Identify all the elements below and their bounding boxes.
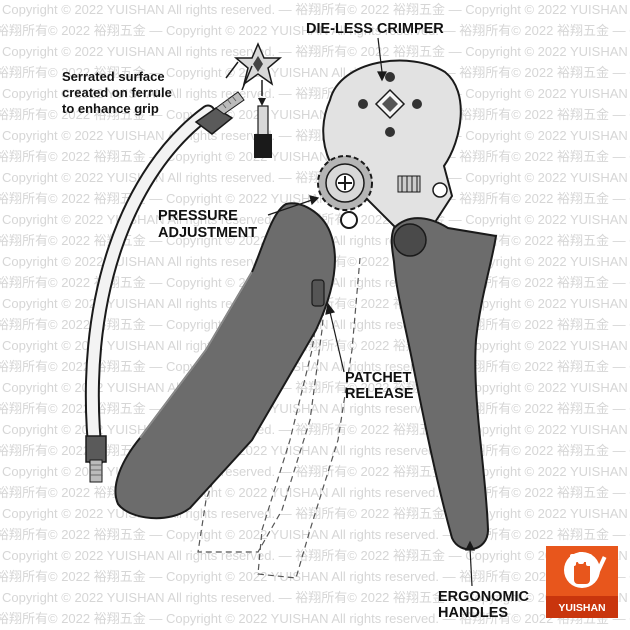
left-handle: [114, 202, 336, 520]
callout-serrated-surface: Serrated surface created on ferrule to e…: [62, 69, 172, 116]
ferrule-sample: [254, 105, 272, 158]
raised-fist-wrench-icon: [564, 552, 607, 588]
watermark-text: 裕翔所有© 2022 裕翔五金 — Copyright © 2022 YUISH…: [0, 65, 630, 80]
pressure-label-line-2: ADJUSTMENT: [158, 225, 257, 241]
serrated-label-line-3: to enhance grip: [62, 101, 159, 116]
ferrule-wire: [84, 91, 245, 483]
serrated-label-line-1: Serrated surface: [62, 69, 165, 84]
patchet-label-line-1: PATCHET: [345, 370, 411, 386]
right-handle: [390, 217, 498, 551]
logo-text: YUISHAN: [558, 602, 605, 614]
star-crimp-icon: [225, 42, 283, 106]
handle-open-position-outline: [197, 239, 361, 579]
watermark-text: 裕翔所有© 2022 裕翔五金 — Copyright © 2022 YUISH…: [0, 149, 630, 164]
callout-pressure-adjustment: PRESSURE ADJUSTMENT: [158, 208, 257, 241]
watermark-text: Copyright © 2022 YUISHAN All rights rese…: [2, 86, 630, 101]
pressure-adjustment-dial: [317, 155, 373, 229]
watermark-text: 裕翔所有© 2022 裕翔五金 — Copyright © 2022 YUISH…: [0, 23, 630, 38]
ergonomic-label-line-2: HANDLES: [438, 605, 508, 621]
die-less-crimper-label: DIE-LESS CRIMPER: [306, 21, 444, 37]
watermark-text: Copyright © 2022 YUISHAN All rights rese…: [2, 590, 630, 605]
pressure-label-line-1: PRESSURE: [158, 208, 238, 224]
watermark-text: 裕翔所有© 2022 裕翔五金 — Copyright © 2022 YUISH…: [0, 569, 630, 584]
callout-ergonomic-handles: ERGONOMIC HANDLES: [438, 589, 530, 621]
watermark-text: Copyright © 2022 YUISHAN All rights rese…: [2, 128, 630, 143]
watermark-text: 裕翔所有© 2022 裕翔五金 — Copyright © 2022 YUISH…: [0, 611, 630, 626]
watermark-text: Copyright © 2022 YUISHAN All rights rese…: [2, 548, 630, 563]
watermark-text: 裕翔所有© 2022 裕翔五金 — Copyright © 2022 YUISH…: [0, 107, 630, 122]
ergonomic-label-line-1: ERGONOMIC: [438, 589, 530, 605]
patchet-label-line-2: RELEASE: [345, 386, 414, 402]
serrated-label-line-2: created on ferrule: [62, 85, 172, 100]
watermark-text: Copyright © 2022 YUISHAN All rights rese…: [2, 44, 630, 59]
watermark-text: Copyright © 2022 YUISHAN All rights rese…: [2, 170, 630, 185]
leader-lines: [267, 37, 475, 587]
watermark-text: Copyright © 2022 YUISHAN All rights rese…: [2, 2, 630, 17]
callout-patchet-release: PATCHET RELEASE: [345, 370, 414, 402]
watermark-text: Copyright © 2022 YUISHAN All rights rese…: [2, 506, 630, 521]
watermark-text: 裕翔所有© 2022 裕翔五金 — Copyright © 2022 YUISH…: [0, 527, 630, 542]
watermark-text: 裕翔所有© 2022 裕翔五金 — Copyright © 2022 YUISH…: [0, 485, 630, 500]
yuishan-logo: YUISHAN: [546, 546, 618, 618]
